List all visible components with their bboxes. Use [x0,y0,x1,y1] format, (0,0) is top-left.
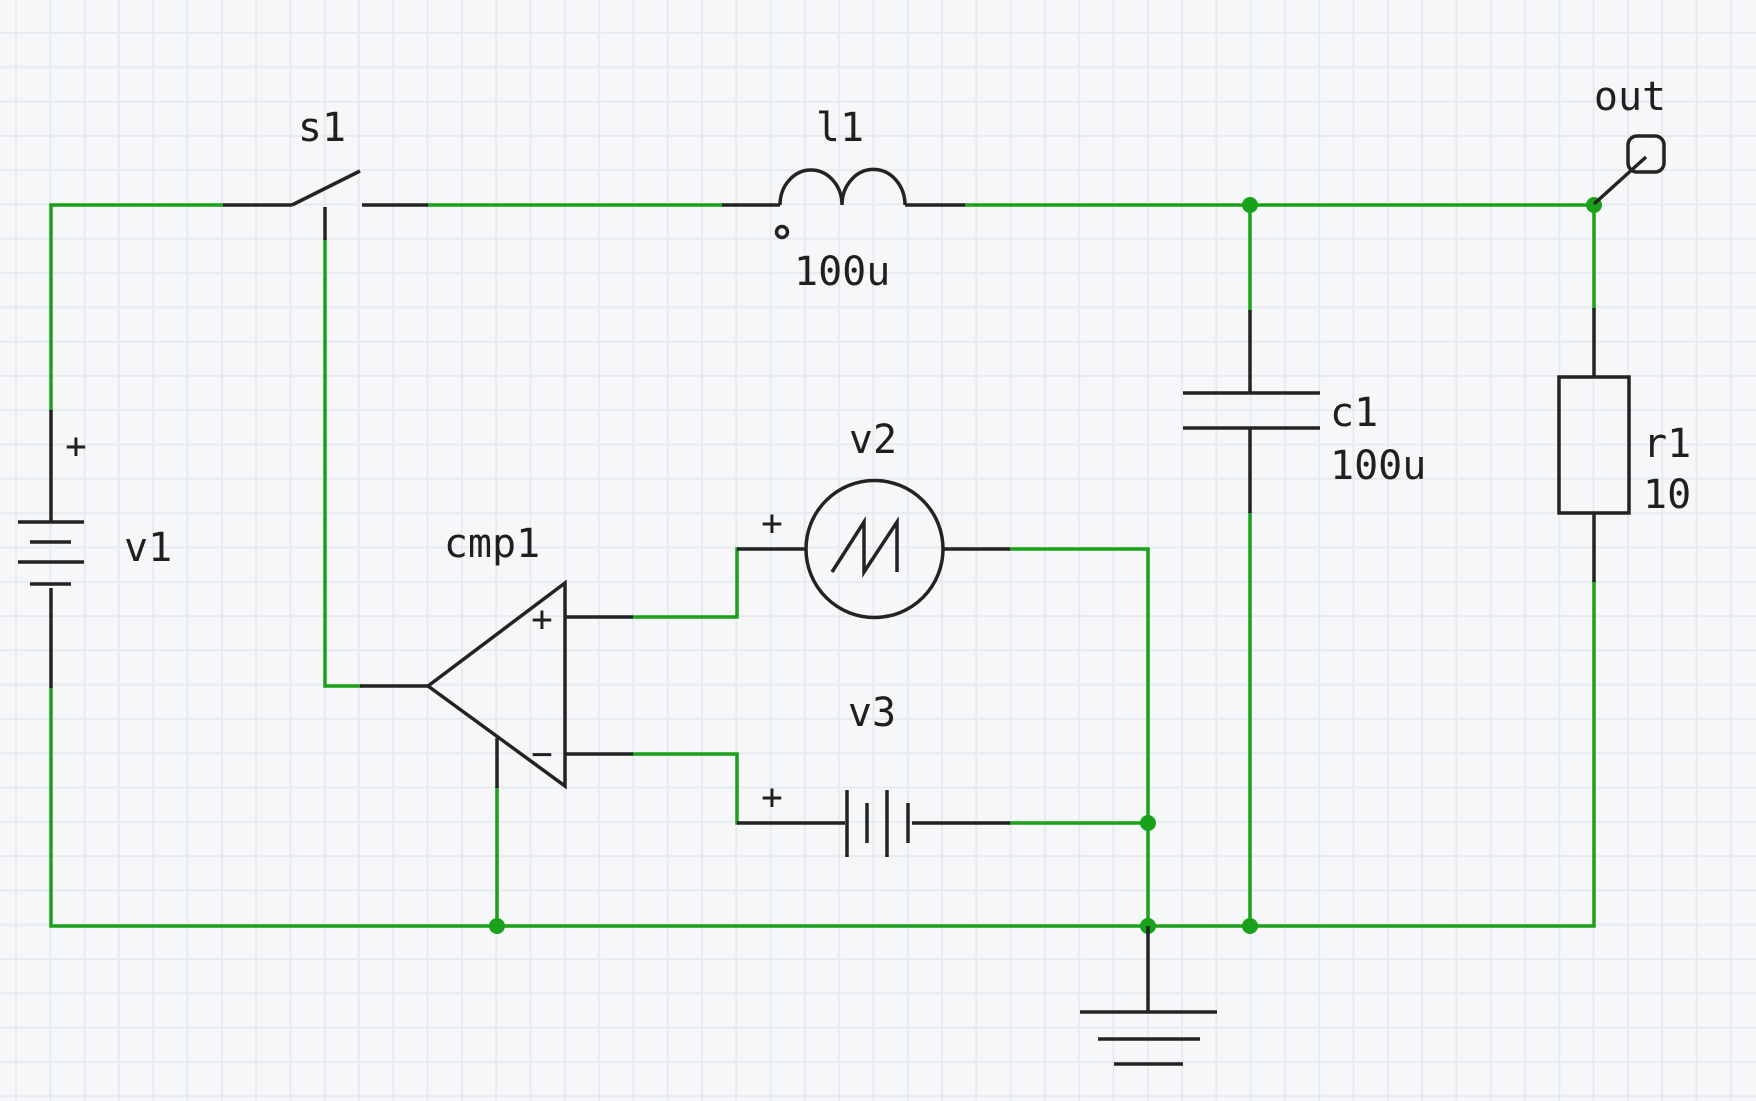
v1-plus-sign: + [65,426,87,467]
r1-value: 10 [1643,472,1691,518]
junction-dots [489,197,1602,934]
r1-label: r1 [1643,421,1691,467]
v2-sawtooth-source[interactable] [737,478,1010,620]
v2-plus-sign: + [761,503,783,544]
v3-label: v3 [848,690,896,736]
out-port-pin-line [1592,155,1648,206]
v3-long-plates [845,790,889,857]
v2-label: v2 [849,417,897,463]
wire-l1-out-r1[interactable] [963,203,1596,310]
c1-label: c1 [1330,390,1378,436]
l1-label: l1 [816,105,864,151]
junction-dot [1242,197,1258,213]
l1-humps[interactable] [778,167,907,206]
v1-long-plates [18,520,84,564]
v2-circle[interactable] [804,478,945,620]
v1-short-plates [30,540,71,586]
cmp1-plus-input-sign: + [531,599,553,640]
r1-resistor[interactable] [1557,308,1631,582]
l1-value: 100u [794,249,890,295]
labels: s1 l1 100u out v1 + cmp1 + − v2 + v3 + c… [65,74,1691,818]
r1-body[interactable] [1557,375,1631,515]
cmp1-label: cmp1 [444,521,540,567]
wires [49,203,1596,928]
cmp1-comparator[interactable] [360,579,633,790]
ground-bars [1080,1010,1217,1066]
s1-switch[interactable] [223,169,428,240]
l1-inductor[interactable] [722,167,965,240]
wire-cmp1-out-to-s1-control[interactable] [323,238,362,688]
out-port[interactable] [1592,134,1666,206]
components [18,134,1666,1066]
c1-plates[interactable] [1183,391,1320,430]
s1-label: s1 [298,105,346,151]
v3-plus-sign: + [761,777,783,818]
sawtooth-wave-icon [830,516,899,578]
v3-short-plates [865,803,910,843]
ground-symbol[interactable] [1080,926,1217,1066]
l1-polarity-dot-marker [774,224,790,240]
wire-cmp1-minus-to-v3[interactable] [631,752,739,825]
v3-battery[interactable] [737,790,1010,857]
wire-v1-s1-bottom-rail[interactable] [49,203,1596,928]
wire-cmp1-plus-to-v2[interactable] [631,547,739,619]
out-label: out [1594,74,1666,120]
cmp1-input-leads [565,615,633,756]
out-port-symbol[interactable] [1626,134,1666,174]
c1-value: 100u [1330,443,1426,489]
c1-capacitor[interactable] [1183,310,1320,513]
v1-label: v1 [124,525,172,571]
cmp1-triangle[interactable] [425,579,567,790]
junction-dot [489,918,505,934]
wire-v2-right-rail[interactable] [1008,547,1150,928]
s1-arm[interactable] [291,169,361,207]
cmp1-minus-input-sign: − [531,734,553,775]
junction-dot [1242,918,1258,934]
v1-battery[interactable] [18,410,84,688]
junction-dot [1140,815,1156,831]
